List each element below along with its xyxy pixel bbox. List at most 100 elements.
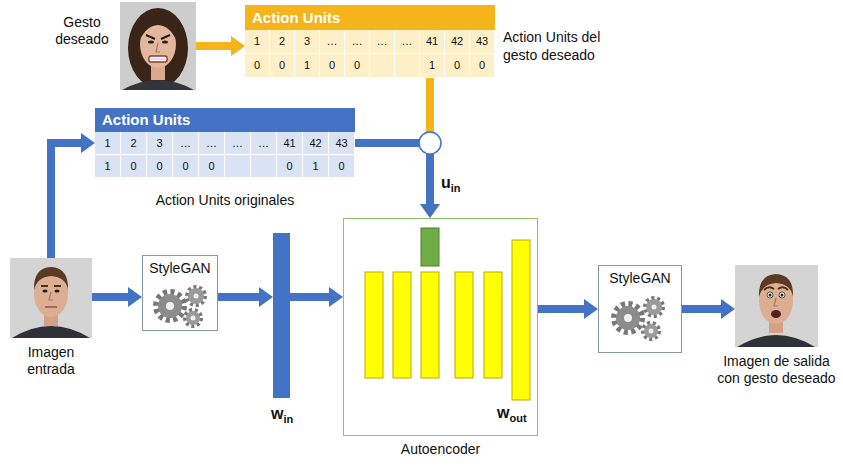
gear-teeth: [156, 292, 184, 320]
flow-arrow: [92, 293, 128, 301]
gear-hub: [194, 294, 199, 299]
layer-bar: [421, 272, 439, 378]
table-cell-value: 42: [309, 137, 321, 149]
table-header: Action Units: [245, 5, 495, 30]
table-cell-value: 0: [454, 59, 460, 71]
process-box: StyleGAN: [142, 255, 218, 331]
autoencoder-layers: [365, 228, 530, 400]
table-caption: Action Units del gesto deseado: [503, 28, 623, 64]
label-text: w: [497, 404, 509, 421]
gear-teeth: [185, 310, 201, 326]
table-cell: 0: [121, 155, 147, 178]
vector-label: uin: [441, 174, 481, 192]
table-cell-value: 3: [304, 35, 310, 47]
table-cell: 43: [329, 132, 355, 155]
table-cell: …: [251, 132, 277, 155]
table-cell-value: …: [377, 35, 388, 47]
table-cell: 41: [277, 132, 303, 155]
gear-teeth: [643, 323, 659, 339]
table-cell: 42: [445, 30, 470, 54]
gear-teeth: [187, 287, 205, 305]
table-cell: 0: [173, 155, 199, 178]
table-cell: 0: [277, 155, 303, 178]
table-header: Action Units: [95, 108, 355, 132]
layer-bar: [512, 240, 530, 400]
table-cell: …: [370, 30, 395, 54]
latent-vector: win: [273, 233, 290, 398]
mouth: [45, 306, 57, 308]
gear-teeth: [645, 298, 663, 316]
table-cell-value: 0: [182, 160, 188, 172]
table-grid: 123…………41424310000010: [95, 132, 355, 178]
table-cell: 3: [147, 132, 173, 155]
photo-node: Gesto deseado: [120, 2, 196, 90]
table-cell-value: 42: [451, 35, 463, 47]
man-photo: [10, 258, 92, 338]
table-node: Action Units123…………41424310000010: [95, 108, 355, 178]
flow-arrow: [538, 305, 584, 313]
gears-icon: [614, 298, 663, 339]
table-cell-value: 0: [329, 59, 335, 71]
flow-arrow: [682, 305, 721, 313]
process-box: StyleGAN: [598, 265, 682, 353]
gears-icon: [156, 287, 205, 326]
table-cell: 1: [95, 132, 121, 155]
gear-teeth: [614, 304, 642, 332]
table-cell: 0: [245, 54, 270, 78]
flow-arrow: [196, 42, 231, 50]
table-cell: 42: [303, 132, 329, 155]
gear-hub: [649, 329, 654, 334]
table-cell: 1: [303, 155, 329, 178]
table-cell: 1: [245, 30, 270, 54]
table-cell-value: 0: [479, 59, 485, 71]
label-subscript: in: [451, 182, 461, 194]
table-cell-value: 41: [426, 35, 438, 47]
table-cell: 0: [329, 155, 355, 178]
gear-body: [616, 306, 640, 330]
table-cell-value: …: [232, 137, 243, 149]
label-text: Action Units del gesto deseado: [503, 29, 600, 63]
table-caption: Action Units originales: [130, 191, 320, 209]
table-cell: [225, 155, 251, 178]
table-cell: 43: [470, 30, 495, 54]
gear-hub: [191, 316, 196, 321]
merge-operator: [419, 132, 441, 154]
table-grid: 123…………41424300100100: [245, 30, 495, 78]
eye: [767, 292, 773, 298]
table-cell-value: 1: [304, 59, 310, 71]
table-cell-value: 0: [130, 160, 136, 172]
table-cell: …: [395, 30, 420, 54]
mouth: [149, 56, 167, 62]
table-cell: …: [345, 30, 370, 54]
table-cell: 0: [147, 155, 173, 178]
gear-body: [188, 288, 204, 304]
gear-body: [646, 299, 662, 315]
condition-bar: [421, 228, 439, 266]
hair: [759, 274, 793, 297]
nose: [49, 292, 53, 300]
table-cell: 0: [199, 155, 225, 178]
table-cell-value: 1: [104, 137, 110, 149]
table-cell-value: 0: [279, 59, 285, 71]
photo-caption: Imagen entrada: [10, 344, 92, 378]
table-cell-value: …: [258, 137, 269, 149]
gear-hub: [652, 305, 657, 310]
fringe: [140, 16, 176, 40]
table-cell: 0: [445, 54, 470, 78]
photo-caption: Imagen de salida con gesto deseado: [713, 353, 840, 387]
table-cell-value: …: [352, 35, 363, 47]
eye: [42, 290, 47, 293]
photo-ground: [10, 258, 92, 338]
vector-label: wout: [497, 404, 537, 422]
eye: [148, 40, 154, 43]
gear-body: [186, 311, 200, 325]
shoulders: [12, 326, 90, 338]
flow-arrow: [218, 293, 259, 301]
brows: [146, 35, 170, 39]
table-cell-value: …: [206, 137, 217, 149]
layer-bar: [365, 272, 383, 378]
table-cell-value: 0: [156, 160, 162, 172]
table-cell: 0: [320, 54, 345, 78]
pupil: [781, 294, 784, 297]
